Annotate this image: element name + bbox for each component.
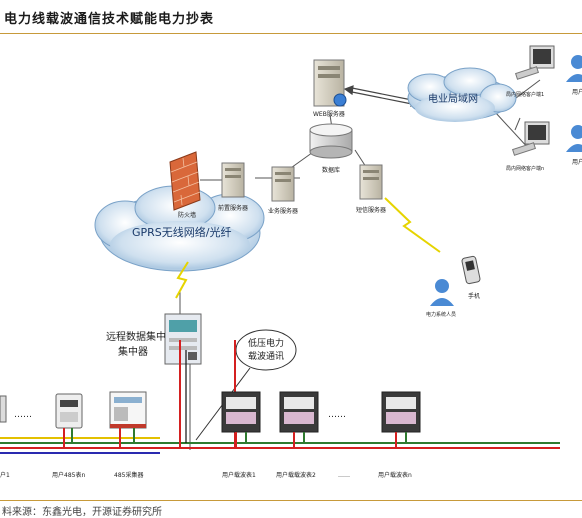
lan-cloud-label: 电业局域网	[428, 92, 478, 105]
user-icon	[566, 55, 582, 82]
left-ellipsis: ……	[14, 410, 32, 420]
carrier-meter-1-label: 用户载波表1	[222, 471, 256, 479]
meter-label-left: 户1	[0, 471, 10, 479]
page-title: 电力线载波通信技术赋能电力抄表	[4, 12, 215, 27]
plc-callout-line2: 载波通讯	[248, 350, 284, 362]
carrier-meter-icon	[381, 391, 421, 448]
sms-server-icon	[359, 164, 383, 200]
plc-callout-line1: 低压电力	[248, 337, 284, 349]
concentrator-label-1: 远程数据集中	[106, 330, 166, 343]
sms-server-label: 短信服务器	[356, 206, 386, 214]
user-icon	[566, 125, 582, 152]
collector-485-label: 485采集器	[114, 471, 143, 479]
user-1-label: 用户	[572, 88, 582, 96]
carrier-meter-icon	[279, 391, 319, 448]
computer-icon	[511, 121, 550, 156]
middle-ellipsis: ……	[328, 410, 346, 420]
collector-485-icon	[109, 391, 147, 448]
firewall-icon	[169, 151, 201, 211]
web-server-label: WEB服务器	[313, 110, 345, 118]
frontend-server-icon	[221, 162, 245, 198]
header-divider	[0, 33, 582, 34]
gprs-cloud	[94, 185, 265, 272]
meter-icon	[0, 395, 7, 423]
mobile-label: 手机	[468, 292, 480, 300]
computer-icon	[514, 45, 555, 80]
meter-485-label: 用户485表n	[52, 471, 85, 479]
carrier-meter-n-label: 用户载波表n	[378, 471, 412, 479]
mobile-phone-icon	[461, 255, 481, 285]
business-server-label: 业务服务器	[268, 207, 298, 215]
bottom-ellipsis: ……	[338, 472, 350, 479]
firewall-label: 防火墙	[178, 211, 196, 219]
electric-meter-icon	[55, 393, 83, 448]
plc-meter-reading-diagram: 电业局域网 GPRS无线网络/光纤 防火墙 WEB服务器 数据库	[0, 45, 582, 479]
carrier-meter-icon	[221, 391, 261, 448]
carrier-meter-2-label: 用户载载波表2	[276, 471, 316, 479]
frontend-server-label: 前置服务器	[218, 204, 248, 212]
data-concentrator-icon	[164, 313, 202, 365]
client-1-label: 局内网络客户端1	[506, 91, 544, 98]
wireless-link-gprs	[175, 261, 189, 299]
mobile-user-icon	[430, 279, 454, 306]
user-2-label: 用户	[572, 158, 582, 166]
concentrator-label-2: 集中器	[118, 345, 148, 358]
gprs-cloud-label: GPRS无线网络/光纤	[132, 225, 232, 239]
business-server-icon	[271, 166, 295, 202]
source-note: 料来源：东鑫光电，开源证券研究所	[2, 507, 162, 518]
plc-callout-bubble	[235, 329, 297, 371]
mobile-user-label: 电力系统人员	[426, 311, 456, 318]
client-n-label: 局内网络客户端n	[506, 165, 544, 172]
web-server-icon	[313, 59, 347, 107]
footer-divider	[0, 500, 582, 501]
database-label: 数据库	[322, 166, 340, 174]
database-icon	[309, 123, 353, 159]
wireless-link-sms	[384, 197, 441, 253]
lan-cloud	[407, 67, 517, 122]
